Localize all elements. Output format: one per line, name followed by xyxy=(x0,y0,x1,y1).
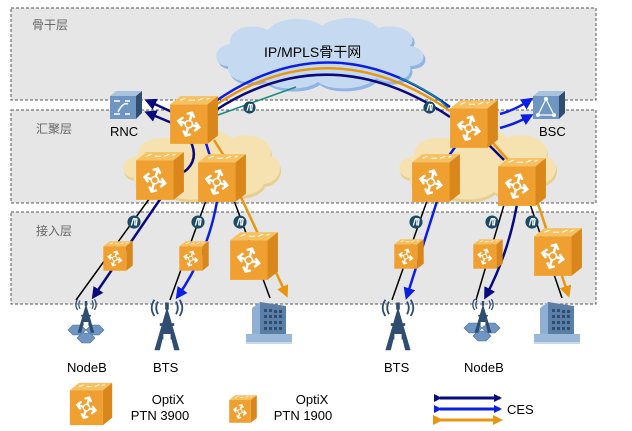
hexagon-cells-icon xyxy=(463,322,501,342)
teal-link-right xyxy=(399,77,449,109)
ptn3900-agg-right-1[interactable] xyxy=(410,152,462,204)
ptn3900-agg-right-top[interactable] xyxy=(448,98,500,150)
legend-ces-label: CES xyxy=(507,402,534,417)
backbone-links xyxy=(212,61,451,119)
legend-ptn3900: OptiX PTN 3900 xyxy=(68,381,190,427)
endpoint-nodeb-right[interactable]: NodeB xyxy=(463,298,504,375)
pseudowire-badge-icon xyxy=(243,101,256,114)
aggregation-layer-label: 汇聚层 xyxy=(36,122,72,136)
endpoint-bts-left[interactable]: BTS xyxy=(150,298,184,375)
pseudowire-badge-icon xyxy=(525,215,539,229)
pseudowire-badge-icon xyxy=(485,215,499,229)
legend: OptiX PTN 3900 OptiX PTN 1900 CES xyxy=(68,381,534,427)
bsc-node[interactable]: BSC xyxy=(533,91,566,139)
ptn3900-agg-left-2[interactable] xyxy=(196,152,248,204)
access-layer-label: 接入层 xyxy=(36,223,72,238)
bsc-label: BSC xyxy=(539,124,566,139)
ptn1900-access-1[interactable] xyxy=(102,240,134,272)
legend-ptn1900-line1: OptiX xyxy=(296,392,329,407)
ptn3900-access-right[interactable] xyxy=(532,226,584,278)
nodeb-left-label: NodeB xyxy=(67,360,107,375)
bts-left-label: BTS xyxy=(153,360,179,375)
ptn3900-access-left[interactable] xyxy=(228,230,280,282)
ptn3900-legend-icon xyxy=(68,381,114,427)
endpoint-nodeb-left[interactable]: NodeB xyxy=(67,298,107,375)
legend-ptn1900: OptiX PTN 1900 xyxy=(228,392,333,424)
endpoint-building-left[interactable] xyxy=(246,302,292,344)
pseudowire-badge-icon xyxy=(423,101,436,114)
legend-ptn1900-line2: PTN 1900 xyxy=(274,408,333,423)
ces-arrows-icon xyxy=(433,394,503,425)
ptn1900-legend-icon xyxy=(228,394,258,424)
radio-tower-icon xyxy=(381,298,415,352)
pseudowire-badge-icon xyxy=(233,215,247,229)
ptn1900-access-3[interactable] xyxy=(393,238,425,270)
ces-arc-navy xyxy=(215,73,451,119)
ptn3900-agg-left-top[interactable] xyxy=(168,94,220,146)
pseudowire-badge-icon xyxy=(127,215,141,229)
rnc-label: RNC xyxy=(110,124,138,139)
backbone-layer-label: 骨干层 xyxy=(32,18,68,32)
bts-right-label: BTS xyxy=(384,360,410,375)
legend-ptn3900-line2: PTN 3900 xyxy=(131,408,190,423)
rnc-node[interactable]: RNC xyxy=(110,91,142,139)
ptn3900-agg-left-1[interactable] xyxy=(134,150,186,202)
radio-tower-icon xyxy=(150,298,184,352)
backbone-cloud-label: IP/MPLS骨干网 xyxy=(264,44,361,60)
ptn1900-access-2[interactable] xyxy=(178,240,210,272)
link-agg-to-rnc-2 xyxy=(144,110,173,125)
teal-link-left xyxy=(217,86,297,116)
nodeb-right-label: NodeB xyxy=(464,360,504,375)
ptn1900-access-4[interactable] xyxy=(472,238,504,270)
link-agg-to-bsc-2 xyxy=(499,114,534,130)
endpoint-building-right[interactable] xyxy=(534,302,580,344)
rnc-icon xyxy=(110,96,136,119)
link-agg-to-bsc-1 xyxy=(499,97,534,116)
pseudowire-badge-icon xyxy=(409,215,423,229)
legend-ces: CES xyxy=(433,394,534,425)
link-agg-to-rnc-1 xyxy=(144,98,173,114)
ptn3900-agg-right-2[interactable] xyxy=(496,156,548,208)
pseudowire-badge-icon xyxy=(191,215,205,229)
legend-ptn3900-line1: OptiX xyxy=(152,392,185,407)
enterprise-building-icon xyxy=(534,302,580,344)
endpoint-bts-right[interactable]: BTS xyxy=(381,298,415,375)
ces-arc-orange xyxy=(213,66,451,113)
hexagon-cells-icon xyxy=(67,324,105,344)
enterprise-building-icon xyxy=(246,302,292,344)
